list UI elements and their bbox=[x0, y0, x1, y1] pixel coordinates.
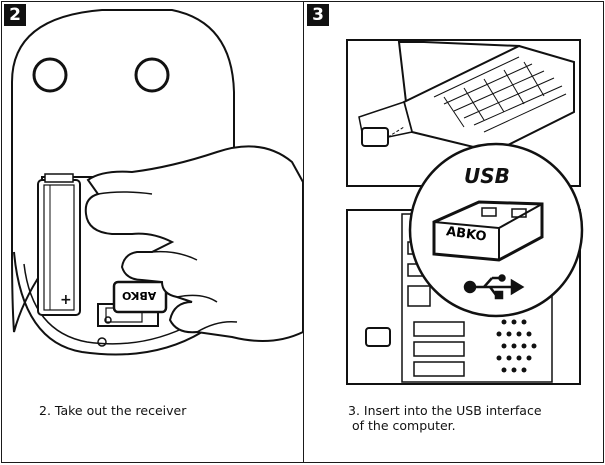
receiver-brand-label: ABKO bbox=[122, 289, 157, 302]
step-number-badge: 3 bbox=[307, 4, 329, 26]
take-out-receiver-illustration bbox=[11, 9, 303, 356]
step-3-caption: 3. Insert into the USB interface of the … bbox=[348, 403, 593, 433]
step-2-caption: 2. Take out the receiver bbox=[39, 403, 187, 418]
step-3-caption-line2: of the computer. bbox=[352, 418, 456, 433]
step-2-panel: 2 ABKO + 2. Take out the receiver bbox=[2, 2, 303, 462]
battery-plus-sign: + bbox=[60, 292, 72, 308]
insert-usb-illustration bbox=[346, 39, 584, 385]
step-3-caption-line1: 3. Insert into the USB interface bbox=[348, 403, 542, 418]
panel-divider bbox=[303, 2, 304, 462]
step-number-badge: 2 bbox=[4, 4, 26, 26]
step-3-panel: 3 USB ABKO 3. Insert into the USB interf… bbox=[304, 2, 604, 462]
usb-label: USB bbox=[464, 164, 510, 188]
